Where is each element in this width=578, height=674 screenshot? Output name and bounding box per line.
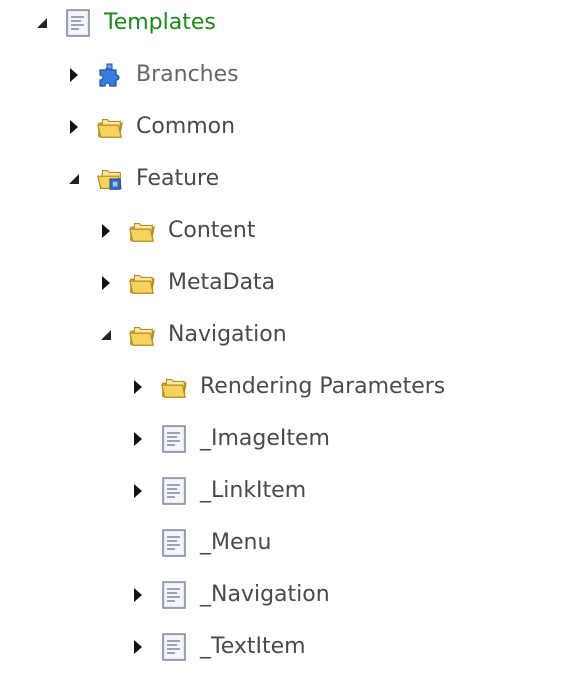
tree-node[interactable]: _TextItem <box>128 621 306 673</box>
expand-arrow-icon[interactable] <box>64 117 84 137</box>
expand-arrow-icon[interactable] <box>96 221 116 241</box>
tree-node[interactable]: _LinkItem <box>128 465 306 517</box>
folder-icon <box>128 269 156 297</box>
tree-node[interactable]: _Menu <box>128 517 271 569</box>
folder-icon <box>128 217 156 245</box>
folder-icon <box>160 373 188 401</box>
template-icon <box>160 529 188 557</box>
tree-node-label[interactable]: Common <box>136 114 236 139</box>
tree-node-label[interactable]: MetaData <box>168 270 276 295</box>
tree-node[interactable]: Feature <box>64 153 219 205</box>
collapse-arrow-icon[interactable] <box>32 13 52 33</box>
tree-node[interactable]: _ImageItem <box>128 413 330 465</box>
tree-node[interactable]: Rendering Parameters <box>128 361 445 413</box>
template-icon <box>160 477 188 505</box>
template-icon <box>160 581 188 609</box>
tree-node-label[interactable]: _Navigation <box>200 582 330 607</box>
tree-node-label[interactable]: Templates <box>104 10 216 35</box>
tree-node-label[interactable]: _Menu <box>200 530 272 555</box>
tree-node-label[interactable]: _LinkItem <box>200 478 307 503</box>
tree-node-label[interactable]: Feature <box>136 166 220 191</box>
tree-node[interactable]: Templates <box>32 0 216 49</box>
tree-node[interactable]: MetaData <box>96 257 275 309</box>
template-icon <box>160 633 188 661</box>
tree-node-label[interactable]: Navigation <box>168 322 287 347</box>
expand-arrow-icon[interactable] <box>128 429 148 449</box>
template-icon <box>64 9 92 37</box>
puzzle-icon <box>96 61 124 89</box>
folder-icon <box>128 321 156 349</box>
tree-node-label[interactable]: Branches <box>136 62 239 87</box>
tree-node-label[interactable]: Content <box>168 218 256 243</box>
folder-icon <box>96 113 124 141</box>
expand-arrow-icon[interactable] <box>128 637 148 657</box>
collapse-arrow-icon[interactable] <box>64 169 84 189</box>
tree-node[interactable]: _Navigation <box>128 569 330 621</box>
tree-node[interactable]: Branches <box>64 49 239 101</box>
expand-arrow-icon[interactable] <box>96 273 116 293</box>
collapse-arrow-icon[interactable] <box>96 325 116 345</box>
tree-node-label[interactable]: _TextItem <box>200 634 306 659</box>
tree-node[interactable]: Common <box>64 101 235 153</box>
expand-arrow-icon[interactable] <box>128 377 148 397</box>
tree-node-label[interactable]: _ImageItem <box>200 426 330 451</box>
template-icon <box>160 425 188 453</box>
tree-node[interactable]: Navigation <box>96 309 287 361</box>
tree-node-label[interactable]: Rendering Parameters <box>200 374 446 399</box>
expand-arrow-icon[interactable] <box>128 585 148 605</box>
tree-node[interactable]: Content <box>96 205 256 257</box>
folder-module-icon <box>96 165 124 193</box>
expand-arrow-icon[interactable] <box>64 65 84 85</box>
expand-arrow-icon[interactable] <box>128 481 148 501</box>
